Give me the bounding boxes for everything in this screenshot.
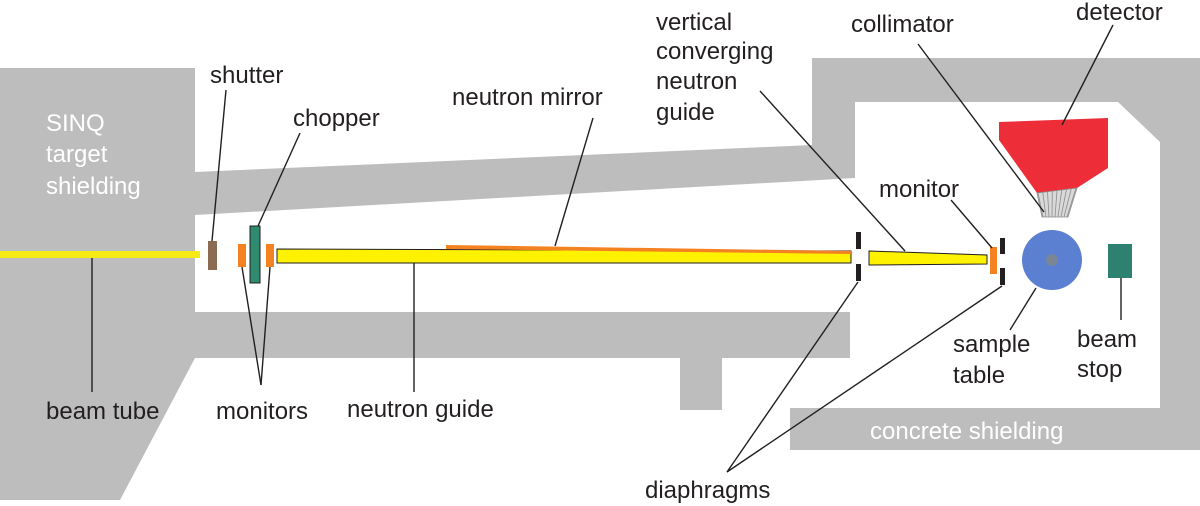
monitor-1	[238, 244, 246, 267]
leader-monitor	[950, 199, 993, 249]
label-detector: detector	[1076, 0, 1163, 26]
label-vertical-guide-line3: neutron	[656, 68, 737, 95]
leader-diaphragms-b	[726, 285, 1003, 473]
diaphragm-2-bottom	[1000, 268, 1005, 285]
collimator-body	[1036, 187, 1078, 218]
diaphragm-1-top	[856, 232, 861, 249]
leader-sample-table	[1009, 287, 1037, 331]
label-chopper: chopper	[293, 105, 380, 132]
detector	[999, 118, 1108, 193]
label-vertical-guide-line1: vertical	[656, 9, 732, 36]
collimator-blade	[1047, 191, 1050, 218]
chopper	[249, 225, 261, 284]
shielding-left-block	[0, 58, 1200, 500]
label-beam-stop-line1: beam	[1077, 326, 1137, 353]
leader-vertical-guide	[759, 90, 906, 252]
collimator-blade	[1037, 192, 1044, 218]
collimator-blade	[1060, 189, 1067, 218]
leader-monitors-a	[241, 266, 262, 386]
beam-stop	[1108, 244, 1132, 278]
labels: SINQ target shielding shutter chopper ne…	[46, 0, 1163, 504]
label-shutter: shutter	[210, 62, 283, 89]
sample-table	[1022, 230, 1082, 290]
label-monitors: monitors	[216, 398, 308, 425]
label-sinq-line2: target	[46, 141, 108, 168]
leader-collimator	[917, 43, 1045, 213]
label-beam-tube: beam tube	[46, 398, 159, 425]
leader-chopper	[257, 132, 301, 227]
label-sample-table-line1: sample	[953, 331, 1030, 358]
neutron-mirror	[446, 245, 851, 254]
label-sample-table-line2: table	[953, 362, 1005, 389]
label-neutron-mirror: neutron mirror	[452, 84, 603, 111]
leader-diaphragms-a	[726, 281, 859, 473]
leader-neutron-mirror	[554, 117, 594, 247]
label-sinq-line1: SINQ	[46, 110, 105, 137]
label-sinq-line3: shielding	[46, 173, 141, 200]
sample-table-center	[1046, 254, 1058, 266]
leader-lines	[91, 24, 1122, 473]
concrete-shielding	[0, 58, 1200, 500]
label-collimator: collimator	[851, 11, 954, 38]
collimator-blade	[1057, 189, 1063, 218]
monitor-sample	[990, 247, 997, 274]
diaphragm-1-bottom	[856, 264, 861, 281]
shutter	[208, 241, 217, 270]
label-vertical-guide-line2: converging	[656, 38, 773, 65]
collimator-blade	[1066, 187, 1077, 218]
leader-detector	[1061, 24, 1114, 126]
collimator-blade	[1042, 192, 1047, 218]
leader-shutter	[211, 89, 227, 242]
monitor-2	[266, 244, 274, 267]
label-vertical-guide-line4: guide	[656, 99, 715, 126]
leader-monitors-b	[260, 266, 271, 386]
collimator-blade	[1063, 188, 1072, 218]
label-monitor: monitor	[879, 176, 959, 203]
label-neutron-guide: neutron guide	[347, 396, 494, 423]
label-concrete-shielding: concrete shielding	[870, 418, 1063, 445]
beam-tube	[0, 251, 200, 258]
vertical-converging-guide	[868, 250, 988, 266]
label-diaphragms: diaphragms	[645, 477, 770, 504]
diaphragm-2-top	[1000, 238, 1005, 254]
label-beam-stop-line2: stop	[1077, 356, 1122, 383]
collimator	[1036, 187, 1078, 218]
collimator-blade	[1054, 190, 1058, 218]
